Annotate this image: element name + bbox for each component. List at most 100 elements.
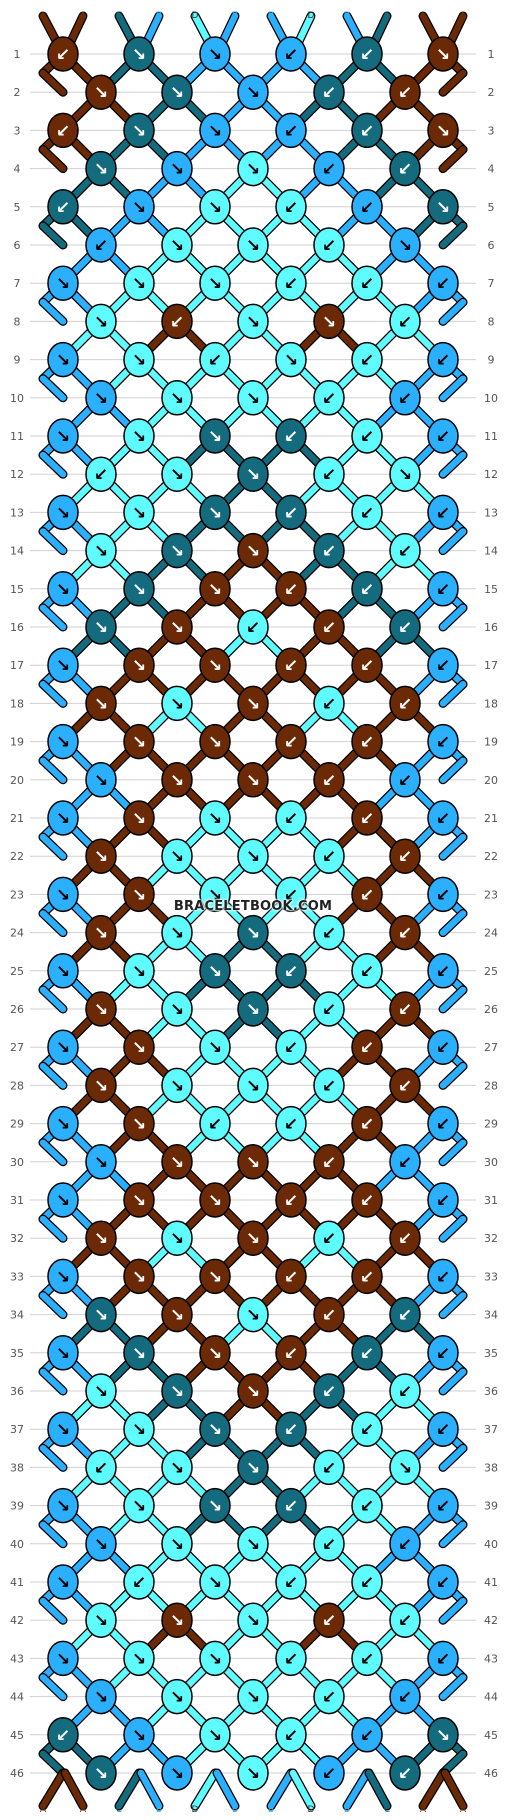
row-number-left: 15: [10, 583, 24, 596]
knot: ↘: [237, 1373, 269, 1409]
knot-arrow: ↘: [208, 1573, 222, 1593]
knot-ellipse: [313, 1449, 345, 1486]
knot-arrow: ↘: [208, 1191, 222, 1211]
knot: ↘: [199, 723, 231, 760]
knot: ↙: [85, 456, 117, 492]
knot: ↘: [85, 991, 117, 1027]
knot-ellipse: [85, 303, 117, 340]
knot-ellipse: [85, 991, 117, 1027]
knot-arrow: ↙: [94, 465, 108, 485]
knot: ↘: [47, 571, 79, 607]
knot-arrow: ↘: [56, 274, 70, 294]
row-number-left: 12: [10, 468, 24, 481]
knot-ellipse: [275, 571, 307, 607]
knot-arrow: ↙: [360, 1267, 374, 1287]
row-number-right: 17: [484, 659, 498, 672]
knot: ↘: [123, 112, 155, 149]
knot-arrow: ↙: [94, 1458, 108, 1478]
knot-arrow: ↙: [398, 1076, 412, 1096]
knot-arrow: ↙: [436, 1191, 450, 1211]
knot: ↙: [351, 800, 383, 836]
bottom-thread-label: D: [192, 1805, 199, 1815]
knot: ↘: [161, 1678, 193, 1715]
top-thread-label: A: [460, 11, 467, 21]
knot: ↙: [427, 723, 459, 760]
knot-arrow: ↘: [322, 312, 336, 332]
knot: ↘: [161, 914, 193, 951]
knot: ↙: [351, 1411, 383, 1447]
knot-ellipse: [389, 1602, 421, 1638]
knot-arrow: ↙: [398, 83, 412, 103]
knot-arrow: ↙: [360, 427, 374, 447]
knot: ↙: [275, 1105, 307, 1142]
knot: ↙: [47, 189, 79, 225]
knot-ellipse: [237, 74, 269, 110]
knot: ↙: [275, 953, 307, 989]
knot-ellipse: [351, 265, 383, 301]
knot-arrow: ↙: [436, 885, 450, 905]
knot: ↙: [389, 838, 421, 874]
knot: ↘: [161, 991, 193, 1027]
knot: ↙: [313, 532, 345, 569]
row-number-right: 1: [488, 48, 495, 61]
knot-ellipse: [161, 1602, 193, 1638]
knot-arrow: ↙: [360, 962, 374, 982]
knot-arrow: ↘: [132, 1726, 146, 1746]
thread-segment: [39, 1368, 67, 1395]
knot-arrow: ↙: [284, 1420, 298, 1440]
knot-ellipse: [161, 914, 193, 951]
knot-arrow: ↘: [170, 389, 184, 409]
knot: ↙: [427, 1029, 459, 1065]
knot: ↘: [85, 1296, 117, 1333]
row-number-right: 26: [484, 1003, 498, 1016]
thread-segment: [39, 222, 67, 249]
knot-ellipse: [313, 609, 345, 645]
knot-ellipse: [427, 1105, 459, 1142]
knot-ellipse: [351, 953, 383, 989]
knot: ↙: [389, 1220, 421, 1256]
knot-arrow: ↘: [246, 1764, 260, 1784]
row-number-left: 36: [10, 1385, 24, 1398]
row-number-left: 6: [14, 239, 21, 252]
knot: ↘: [313, 303, 345, 340]
knot-ellipse: [199, 876, 231, 913]
knot: ↘: [123, 876, 155, 913]
knot: ↘: [389, 1449, 421, 1486]
knot-ellipse: [275, 418, 307, 454]
knot: ↙: [313, 1144, 345, 1180]
knot-ellipse: [161, 380, 193, 416]
knot-arrow: ↘: [208, 1038, 222, 1058]
thread-segment: [439, 451, 467, 478]
knot-arrow: ↘: [436, 1726, 450, 1746]
row-number-right: 6: [488, 239, 495, 252]
knot-arrow: ↙: [284, 1191, 298, 1211]
knot-ellipse: [123, 1258, 155, 1295]
knot-ellipse: [427, 571, 459, 607]
knot-arrow: ↙: [398, 1688, 412, 1708]
thread-segment: [39, 1139, 67, 1166]
row-number-left: 41: [10, 1576, 24, 1589]
knot-ellipse: [389, 1067, 421, 1104]
knot: ↘: [237, 1449, 269, 1486]
knot-ellipse: [237, 1220, 269, 1256]
top-thread-label: B: [156, 11, 162, 21]
thread-segment: [267, 1769, 295, 1810]
knot-ellipse: [389, 1678, 421, 1715]
knot: ↙: [427, 418, 459, 454]
knot: ↙: [389, 1526, 421, 1562]
knot-ellipse: [161, 150, 193, 187]
knot: ↙: [313, 74, 345, 110]
knot: ↙: [427, 341, 459, 378]
knot-ellipse: [123, 36, 155, 72]
knot-ellipse: [199, 341, 231, 378]
knot: ↙: [351, 1105, 383, 1142]
knot-arrow: ↙: [284, 1115, 298, 1135]
knot-ellipse: [389, 380, 421, 416]
knot-arrow: ↙: [436, 1497, 450, 1517]
knot: ↙: [275, 112, 307, 149]
row-number-right: 21: [484, 812, 498, 825]
knot: ↘: [237, 456, 269, 492]
thread-segment: [39, 910, 67, 936]
row-number-left: 25: [10, 965, 24, 978]
knot-arrow: ↘: [94, 1153, 108, 1173]
